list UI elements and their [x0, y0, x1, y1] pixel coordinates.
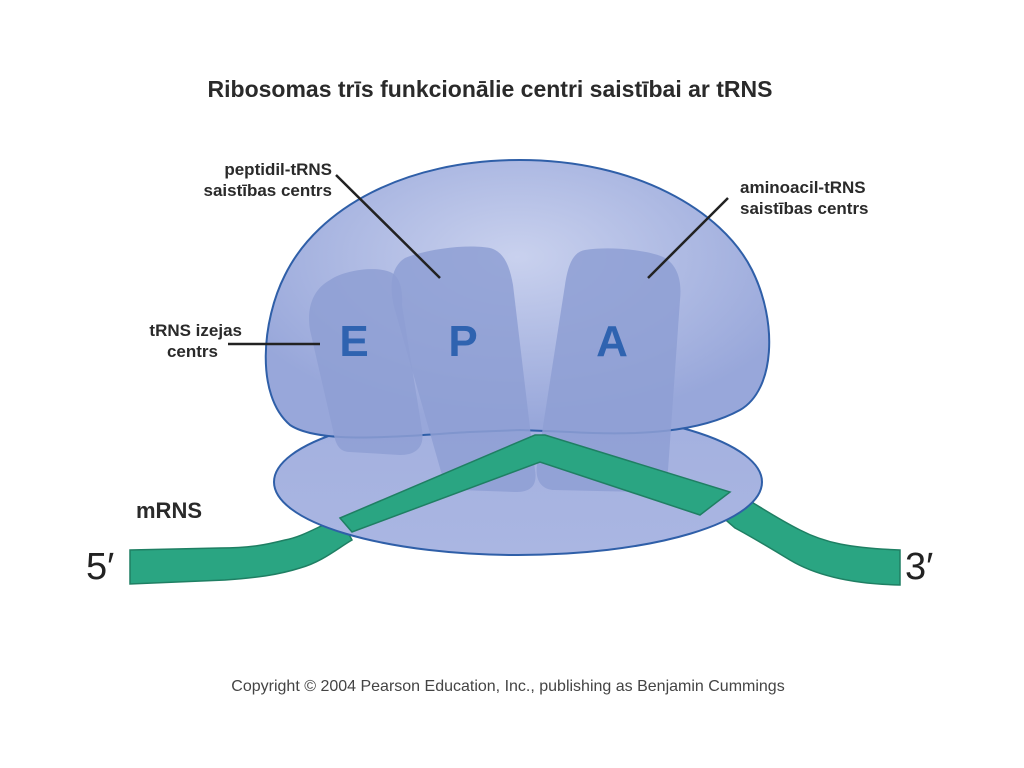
diagram-title: Ribosomas trīs funkcionālie centri saist…: [207, 76, 773, 102]
a-site: [536, 248, 681, 492]
mrna-codon-region: [338, 434, 732, 533]
e-site: [309, 269, 423, 455]
p-site-letter: P: [448, 317, 477, 366]
e-site-label-line2: centrs: [166, 342, 218, 361]
a-site-letter: A: [596, 317, 628, 366]
e-site-label-line1: tRNS izejas: [149, 321, 242, 340]
mrna-5prime-tail: [129, 517, 354, 585]
a-site-label-line2: saistības centrs: [740, 199, 869, 218]
mrna-label: mRNS: [136, 498, 203, 523]
p-site: [391, 246, 536, 492]
a-site-label: aminoacil-tRNS saistības centrs: [740, 177, 869, 219]
p-site-label-line1: peptidil-tRNS: [224, 160, 332, 179]
a-site-leader-line: [647, 197, 729, 279]
three-prime-label: 3′: [905, 546, 934, 588]
p-site-leader-line: [335, 174, 441, 279]
five-prime-label: 5′: [86, 546, 115, 588]
p-site-label-line2: saistības centrs: [203, 181, 332, 200]
copyright-notice: Copyright © 2004 Pearson Education, Inc.…: [231, 678, 785, 695]
a-site-label-line1: aminoacil-tRNS: [740, 178, 866, 197]
mrna-3prime-tail: [718, 497, 901, 586]
e-site-letter: E: [339, 317, 368, 366]
e-site-label: tRNS izejas centrs: [110, 320, 242, 362]
p-site-label: peptidil-tRNS saistības centrs: [176, 159, 332, 201]
